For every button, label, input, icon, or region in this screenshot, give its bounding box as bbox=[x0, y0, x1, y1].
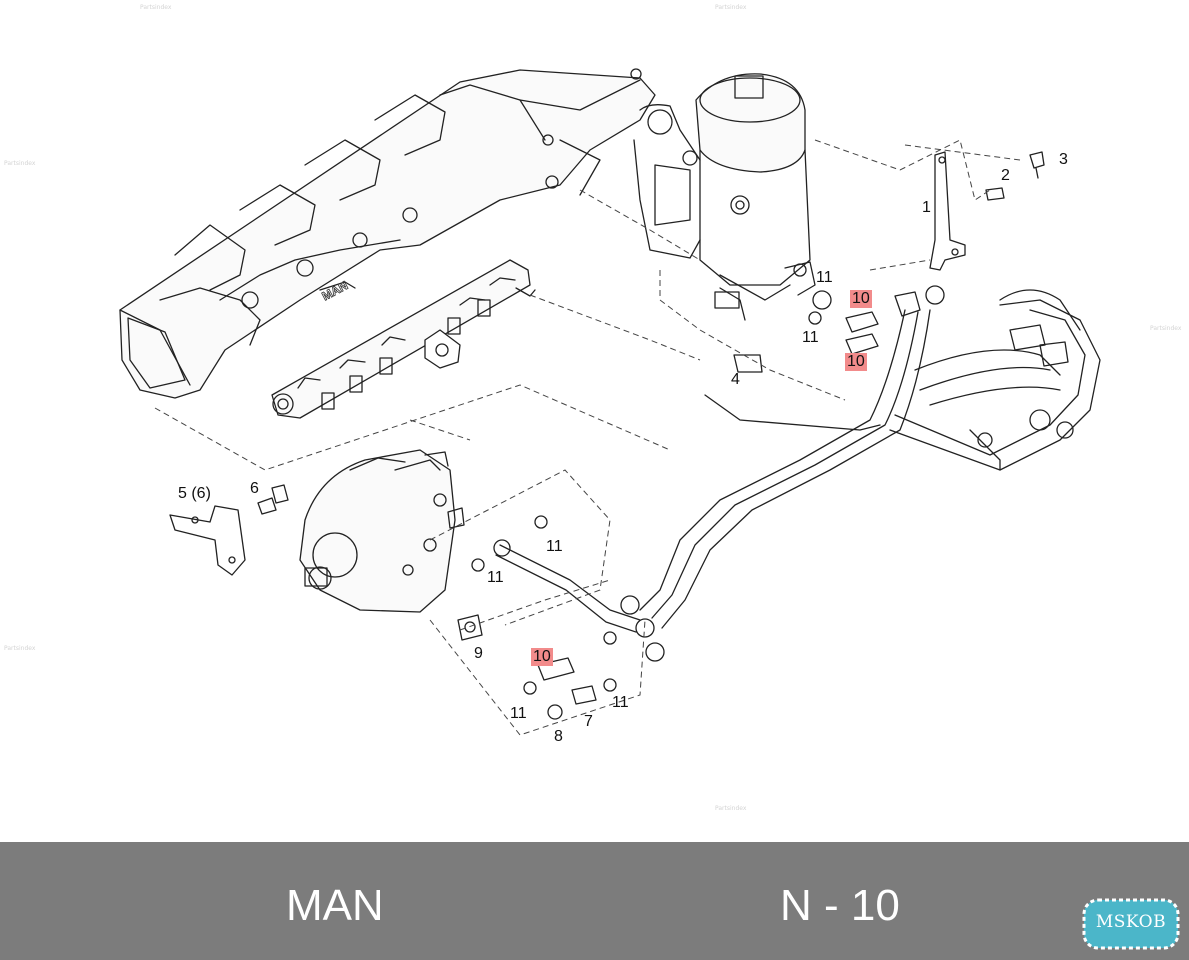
part-code-label: N - 10 bbox=[780, 881, 900, 930]
callout-11-e: 11 bbox=[510, 705, 527, 722]
callout-11-a: 11 bbox=[816, 269, 833, 286]
watermark: Partsindex bbox=[715, 4, 747, 11]
mskob-badge bbox=[1082, 898, 1180, 950]
watermark: Partsindex bbox=[715, 805, 747, 812]
fittings-lower bbox=[457, 515, 617, 720]
callout-6: 6 bbox=[250, 480, 259, 497]
watermark: Partsindex bbox=[4, 160, 36, 167]
footer-bar bbox=[0, 842, 1189, 960]
callout-11-f: 11 bbox=[612, 694, 629, 711]
bracket-assembly bbox=[929, 151, 1045, 271]
fittings-upper bbox=[733, 285, 945, 373]
callout-5-6: 5 (6) bbox=[178, 485, 211, 502]
manifold bbox=[119, 68, 656, 399]
callout-8: 8 bbox=[554, 728, 563, 745]
callout-11-d: 11 bbox=[487, 569, 504, 586]
bracket-5 bbox=[169, 484, 289, 576]
watermark: Partsindex bbox=[4, 645, 36, 652]
callout-1: 1 bbox=[922, 199, 931, 216]
callout-3: 3 bbox=[1059, 151, 1068, 168]
callout-7: 7 bbox=[584, 713, 593, 730]
brand-label: MAN bbox=[286, 882, 380, 930]
fuel-lines bbox=[495, 289, 1101, 662]
fuel-filter-housing bbox=[633, 73, 816, 321]
callout-11-c: 11 bbox=[546, 538, 563, 555]
callout-10-upper: 10 bbox=[850, 290, 872, 308]
callout-11-b: 11 bbox=[802, 329, 819, 346]
badge-text: MSKOB bbox=[1095, 912, 1167, 932]
callout-10-middle: 10 bbox=[845, 353, 867, 371]
callout-10-lower: 10 bbox=[531, 648, 553, 666]
callout-9: 9 bbox=[474, 645, 483, 662]
callout-4: 4 bbox=[731, 371, 740, 388]
exploded-view-drawing: MAN bbox=[119, 68, 1101, 736]
leader-lines bbox=[154, 139, 1021, 736]
watermark: Partsindex bbox=[140, 4, 172, 11]
fuel-rail bbox=[271, 259, 536, 419]
callout-2: 2 bbox=[1001, 167, 1010, 184]
high-pressure-pump bbox=[299, 449, 465, 613]
parts-diagram: MAN 1 2 3 4 5 (6) 6 7 8 9 10 10 10 11 11… bbox=[4, 4, 1182, 812]
watermark: Partsindex bbox=[1150, 325, 1182, 332]
